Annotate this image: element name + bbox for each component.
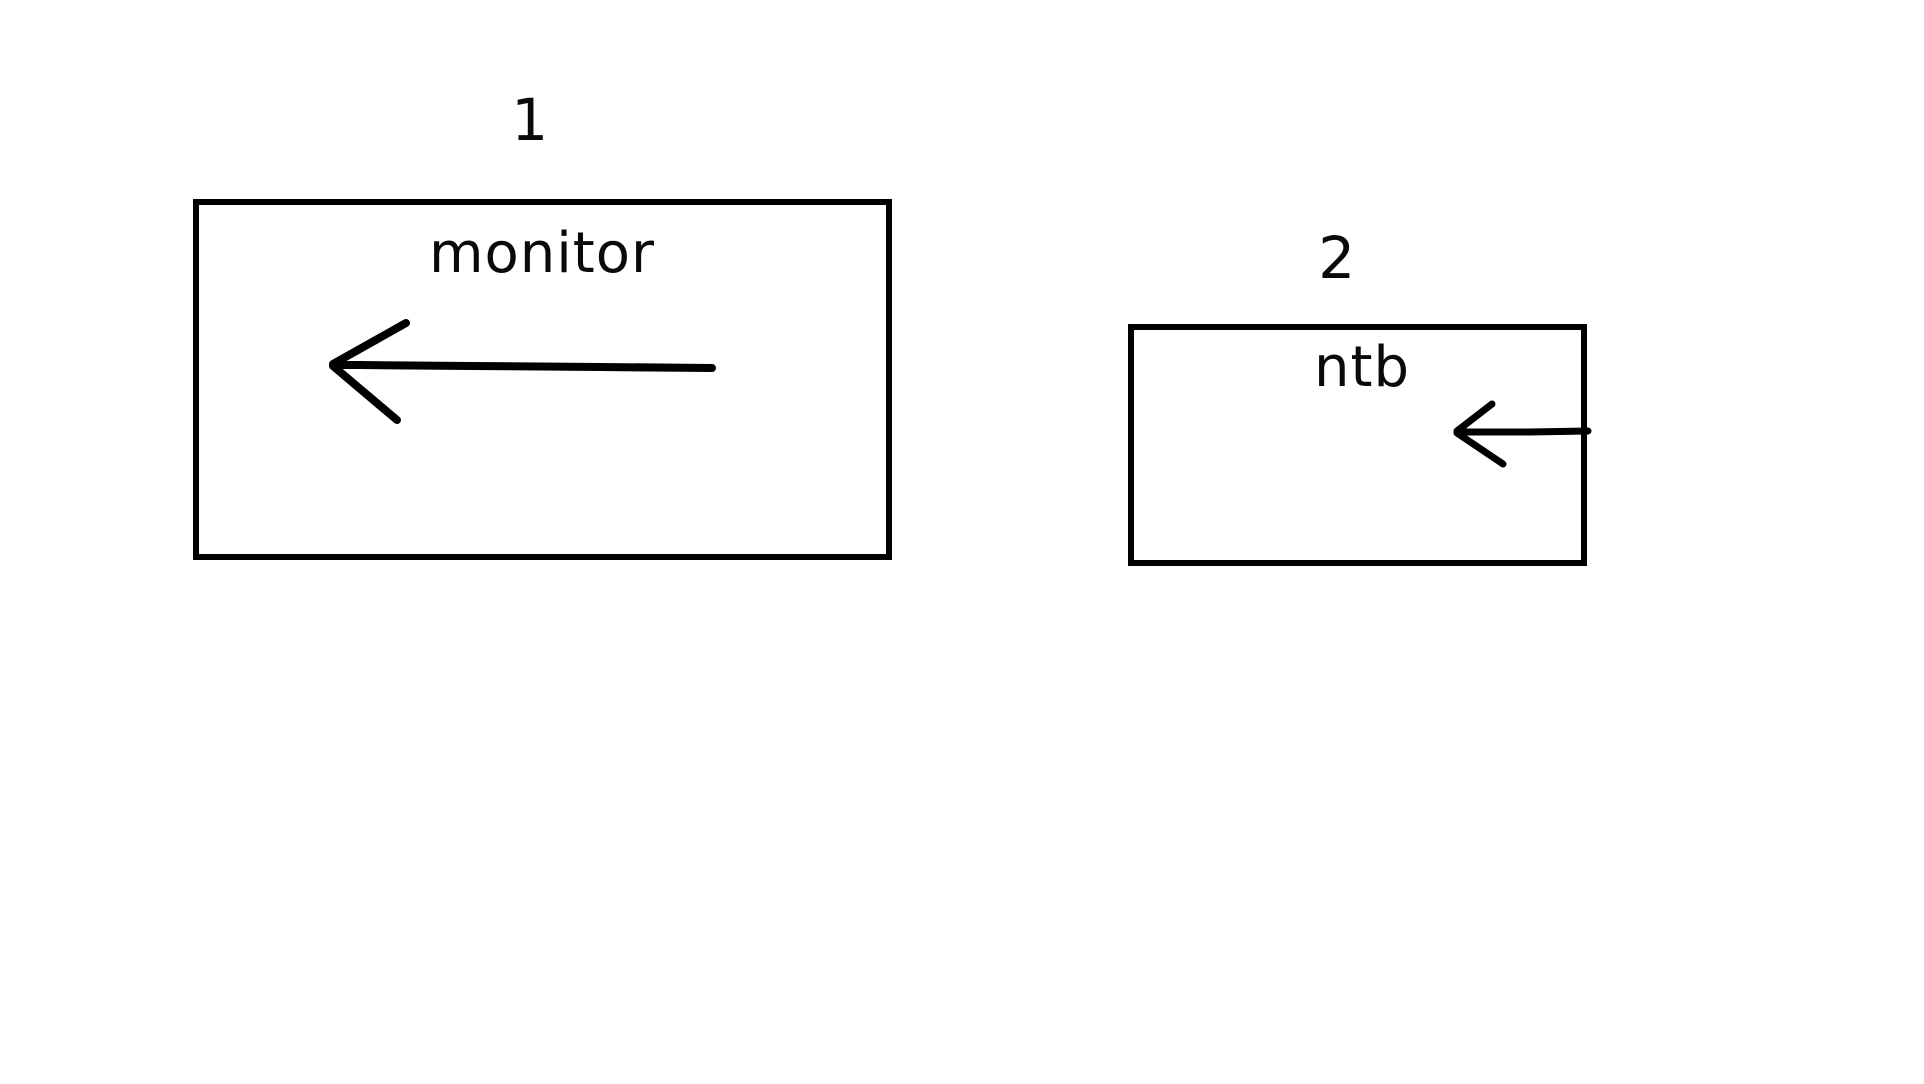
box-outline-monitor[interactable] — [193, 199, 892, 560]
shape-group-monitor[interactable]: 1 monitor — [193, 86, 892, 560]
shape-group-ntb[interactable]: 2 ntb — [1128, 224, 1592, 566]
arrow-barb-lower-ntb — [1453, 429, 1507, 468]
box-outline-ntb[interactable] — [1128, 324, 1587, 566]
arrow-shaft-monitor — [329, 361, 716, 372]
shape-number-label-1: 1 — [511, 86, 548, 154]
box-caption-monitor: monitor — [429, 221, 655, 286]
arrow-barb-upper-monitor — [329, 319, 410, 368]
arrow-shaft-ntb — [1453, 427, 1592, 436]
arrow-barb-upper-ntb — [1453, 400, 1496, 435]
arrow-barb-lower-monitor — [329, 362, 401, 424]
arrow-left-monitor-icon[interactable] — [329, 319, 716, 424]
box-caption-ntb: ntb — [1314, 335, 1410, 400]
shape-number-label-2: 2 — [1318, 224, 1355, 292]
arrow-left-ntb-icon[interactable] — [1453, 400, 1592, 468]
